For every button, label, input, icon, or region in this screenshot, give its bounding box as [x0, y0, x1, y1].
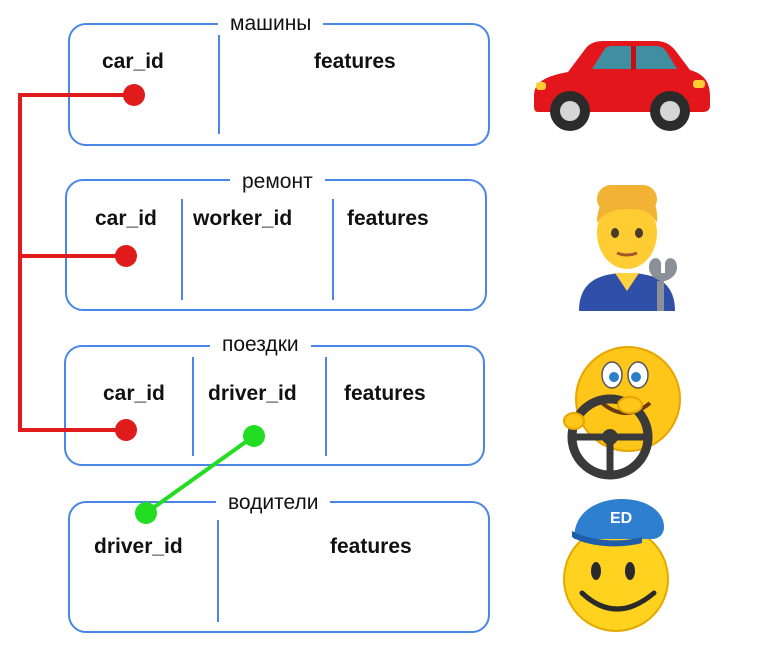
driving-smiley-icon — [563, 346, 681, 480]
car-id-key-dot-cars — [123, 84, 145, 106]
red-car-icon — [534, 41, 710, 131]
column-divider — [218, 35, 220, 134]
column-car-id: car_id — [95, 207, 157, 230]
car-id-key-dot-repairs — [115, 245, 137, 267]
column-divider — [181, 199, 183, 300]
driver-id-link-line — [144, 434, 256, 515]
table-title-cars: машины — [218, 12, 324, 36]
driver-id-key-dot-trips — [243, 425, 265, 447]
column-divider — [332, 199, 334, 300]
column-car-id: car_id — [102, 50, 164, 73]
column-divider — [325, 357, 327, 456]
table-title-repairs: ремонт — [230, 170, 325, 194]
column-driver-id: driver_id — [94, 535, 183, 558]
column-features: features — [344, 382, 426, 405]
column-driver-id: driver_id — [208, 382, 297, 405]
column-divider — [192, 357, 194, 456]
driver-id-key-dot-drivers — [135, 502, 157, 524]
driver-cap-smiley-icon: ED — [563, 499, 669, 632]
column-features: features — [330, 535, 412, 558]
table-title-trips: поездки — [210, 333, 311, 357]
table-repairs — [65, 179, 487, 311]
column-features: features — [347, 207, 429, 230]
column-worker-id: worker_id — [193, 207, 293, 230]
car-id-key-dot-trips — [115, 419, 137, 441]
column-features: features — [314, 50, 396, 73]
table-title-drivers: водители — [216, 491, 331, 515]
svg-text:ED: ED — [610, 510, 632, 527]
column-car-id: car_id — [103, 382, 165, 405]
car-id-link-line — [18, 93, 134, 432]
mechanic-icon — [579, 185, 677, 311]
column-divider — [217, 520, 219, 622]
